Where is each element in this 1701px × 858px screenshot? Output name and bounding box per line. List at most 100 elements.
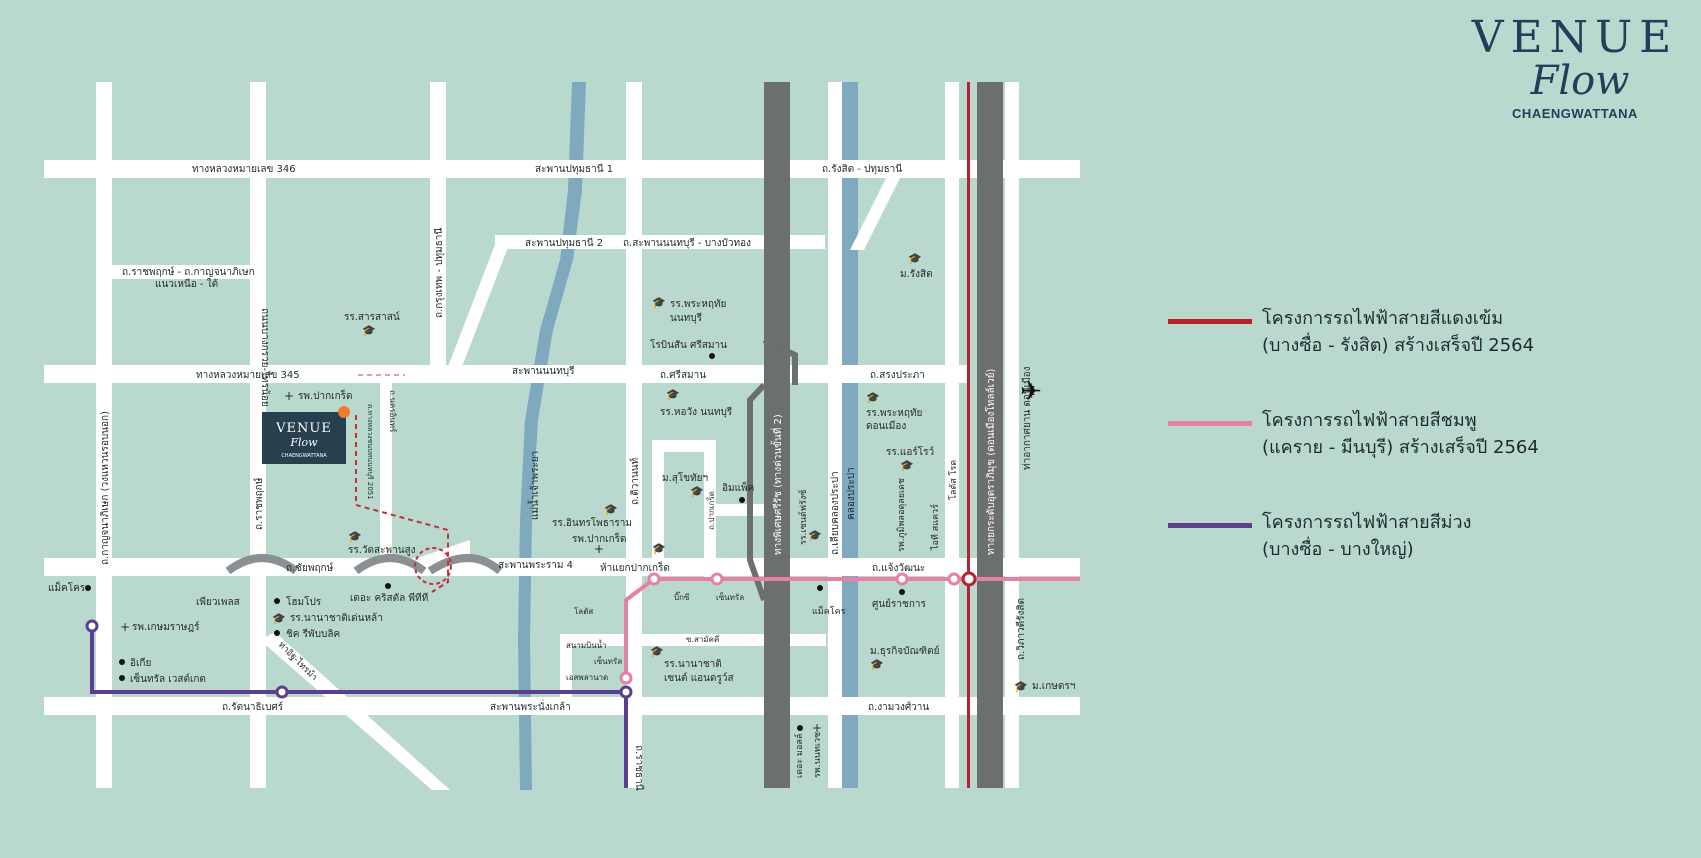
label-prahruthai-dm: รร.พระหฤทัย xyxy=(866,408,922,419)
label-samakkhi: ซ.สามัคคี xyxy=(686,635,719,644)
pink-line xyxy=(624,577,1080,678)
label-dhurakij: ม.ธุรกิจบัณฑิตย์ xyxy=(870,645,939,657)
airplane-icon: ✈ xyxy=(1020,377,1042,407)
label-ikea: อิเกีย xyxy=(130,657,151,669)
place-dot xyxy=(119,659,125,665)
label-horwang: รร.หอวัง นนทบุรี xyxy=(660,406,733,418)
label-chaengwattana-2: ทางพิเศษศรีรัช (ทางด่วนขั้นที่ 2) xyxy=(770,414,784,555)
label-ratchaphruek: ถ.ราชพฤกษ์ xyxy=(253,477,265,530)
label-vibhavadi: ถ.วิภาวดีรังสิต xyxy=(1015,598,1027,660)
stations xyxy=(85,571,977,699)
label-impact: อิมแพ็ค xyxy=(722,480,754,494)
label-khlong-prapa: คลองประปา xyxy=(846,467,857,520)
brand-logo: VENUE Flow CHAENGWATTANA xyxy=(1470,12,1680,122)
cap-icon: 🎓 xyxy=(690,485,704,498)
label-crystal: เดอะ คริสตัล พีทีที xyxy=(350,592,428,604)
label-sukhothai: ม.สุโขทัยฯ xyxy=(662,471,708,484)
legend-purple-line2: (บางซื่อ - บางใหญ่) xyxy=(1262,539,1414,560)
label-kasemrad: รพ.เกษมราษฎร์ xyxy=(132,621,200,633)
plus-icon: + xyxy=(284,389,294,403)
label-liap-khlong: ถ.เลียบคลองประปา xyxy=(829,471,841,555)
label-intaphot: รร.อินทรโพธาราม xyxy=(552,516,632,529)
label-bhumibol: รพ.ภูมิพลอดุลยเดช xyxy=(896,478,907,552)
label-songprapa: ถ.สรงประภา xyxy=(870,370,925,381)
label-nonthaburi-hosp-2: รพ.นนทเวช xyxy=(813,732,823,778)
label-tiwanon-jct: ห้าแยกปากเกร็ด xyxy=(600,560,670,574)
brand-line2: Flow xyxy=(1530,58,1630,104)
cap-icon: 🎓 xyxy=(808,529,822,542)
label-sanambinnam: สนามบินน้ำ xyxy=(566,639,607,650)
project-pin xyxy=(338,406,350,418)
legend-swatch-pink xyxy=(1168,421,1252,426)
label-rattanathibet: ถ.รัตนาธิเบศร์ xyxy=(222,701,284,713)
place-dot xyxy=(899,589,905,595)
label-ngamwongwan: ถ.งามวงศ์วาน xyxy=(868,701,929,713)
project-line1: VENUE xyxy=(275,421,332,436)
chao-phraya-river xyxy=(518,82,586,790)
label-donmuang: ท่าอากาศยาน ดอนเมือง xyxy=(1021,366,1033,470)
cap-icon: 🎓 xyxy=(652,296,666,309)
cap-icon: 🎓 xyxy=(604,503,618,516)
place-dot xyxy=(119,675,125,681)
label-central-west: เซ็นทรัล เวสต์เกต xyxy=(130,671,206,685)
brand-line1: VENUE xyxy=(1471,12,1679,63)
red-line xyxy=(967,82,970,788)
cap-icon: 🎓 xyxy=(348,530,362,543)
label-rangsit-pathum: ถ.รังสิต - ปทุมธานี xyxy=(822,163,902,175)
label-tha-it: ท่าอิฐ-ไทรม้า xyxy=(276,639,320,683)
label-pakkret-hosp: รพ.ปากเกร็ด xyxy=(298,388,353,402)
legend-purple-line1: โครงการรถไฟฟ้าสายสีม่วง xyxy=(1262,512,1472,533)
label-airforce: รร.แอร์โรว์ xyxy=(886,445,934,458)
transit-legend: โครงการรถไฟฟ้าสายสีแดงเข้ม (บางซื่อ - รั… xyxy=(1168,305,1688,611)
label-prahruthai-2: นนทบุรี xyxy=(670,312,703,324)
label-north-south: แนวเหนือ - ใต้ xyxy=(155,278,218,290)
label-bridge2: สะพานปทุมธานี 2 xyxy=(525,237,603,249)
legend-red-line2: (บางซื่อ - รังสิต) สร้างเสร็จปี 2564 xyxy=(1262,335,1535,356)
cap-icon: 🎓 xyxy=(1014,680,1028,693)
label-nonthaburi-bangbuathong: ถ.สะพานนนทบุรี - บางบัวทอง xyxy=(623,237,751,249)
label-nanachart: รร.นานาชาติเด่นหล้า xyxy=(290,612,383,624)
plus-icon: + xyxy=(594,542,604,556)
label-the-mall: เดอะ มอลล์ xyxy=(793,734,805,778)
access-route xyxy=(355,415,449,593)
label-ratchaphruek-kanchana: ถ.ราชพฤกษ์ - ถ.กาญจนาภิเษก xyxy=(122,266,255,278)
label-makro-c: แม็คโคร xyxy=(812,604,846,617)
label-chaiyaphruek-sch: รร.เซนต์ฟรังซ์ xyxy=(797,490,809,545)
label-bridge-nangklao: สะพานพระนั่งเกล้า xyxy=(490,699,571,713)
place-dot xyxy=(274,598,280,604)
label-sarasas: รร.สารสาสน์ xyxy=(344,311,400,323)
flyover-arcs xyxy=(225,554,503,575)
khlong-prapa-canal xyxy=(842,82,858,788)
plus-icon: + xyxy=(120,620,130,634)
place-dot xyxy=(385,583,391,589)
expressway-sirat xyxy=(764,82,790,788)
place-dot xyxy=(274,630,280,636)
place-dot xyxy=(709,353,715,359)
cap-icon: 🎓 xyxy=(272,612,286,625)
route-junction-circle xyxy=(414,547,452,585)
label-kasetsart: ม.เกษตรฯ xyxy=(1032,681,1075,692)
label-it-square: ไอที สแควร์ xyxy=(929,504,941,551)
cap-icon: 🎓 xyxy=(652,542,666,555)
plus-icon: + xyxy=(812,721,822,735)
cap-icon: 🎓 xyxy=(900,459,914,472)
cap-icon: 🎓 xyxy=(362,324,376,337)
label-bridge1: สะพานปทุมธานี 1 xyxy=(535,163,613,175)
label-rachathani: ถ.ราชธานี xyxy=(633,745,645,791)
label-bridge-rama4: สะพานพระราม 4 xyxy=(498,560,573,571)
legend-pink-line1: โครงการรถไฟฟ้าสายสีชมพู xyxy=(1262,410,1477,431)
project-marker: VENUE Flow CHAENGWATTANA xyxy=(262,406,350,464)
label-lotus: โลตัส xyxy=(574,606,593,616)
label-big-c: บิ๊กซี xyxy=(674,591,690,602)
cap-icon: 🎓 xyxy=(650,645,664,658)
label-pakkret-sub: ถ.ปากเกร็ด xyxy=(706,491,716,530)
road-network xyxy=(44,82,1080,790)
place-dot xyxy=(85,585,91,591)
label-r345: ทางหลวงหมายเลข 345 xyxy=(196,370,300,381)
legend-pink-line2: (แคราย - มีนบุรี) สร้างเสร็จปี 2564 xyxy=(1262,437,1539,458)
cap-icon: 🎓 xyxy=(870,658,884,671)
label-homepro: โฮมโปร xyxy=(286,595,322,608)
label-central: เซ็นทรัล xyxy=(716,592,744,602)
legend-item-purple: โครงการรถไฟฟ้าสายสีม่วง (บางซื่อ - บางให… xyxy=(1168,509,1688,577)
